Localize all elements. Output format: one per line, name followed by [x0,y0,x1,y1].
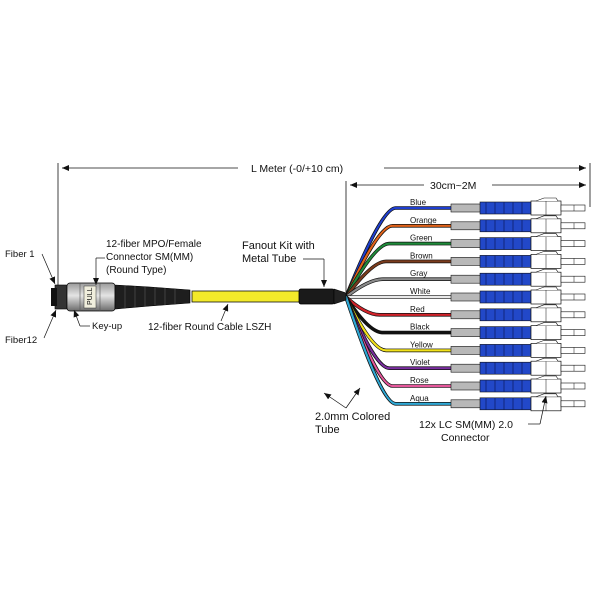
colored-tube-label-line1: 2.0mm Colored [315,411,390,423]
fiber-group: BlueOrangeGreenBrownGrayWhiteRedBlackYel… [344,197,586,412]
fiber-red: Red [344,295,586,323]
lc-latch-rose [535,375,559,380]
overall-length-label: L Meter (-0/+10 cm) [251,163,343,175]
lc-boot-gray [450,274,482,284]
fiber-label-gray: Gray [410,269,427,278]
lc-boot-yellow [450,346,482,355]
lc-latch-violet [535,357,559,362]
fiber-gray: Gray [344,268,586,299]
lc-latch-red [535,304,559,309]
fanout-kit-label-line1: Fanout Kit with [242,240,315,252]
mpo-connector-label-line3: (Round Type) [106,265,166,276]
fiber-tube-brown [344,260,454,299]
lc-body-aqua [479,397,532,411]
fiber-tube-green [344,242,454,299]
lc-body-orange [479,219,532,233]
lc-ferrule-orange [560,222,586,230]
fiber-blue: Blue [344,197,586,299]
lc-ferrule-gray [560,275,586,283]
fiber-label-violet: Violet [410,358,431,367]
lc-boot-white [450,292,482,302]
lc-body-yellow [479,344,532,357]
fiber-label-red: Red [410,305,425,314]
fiber-1-label: Fiber 1 [5,249,35,260]
mpo-connector-label-line1: 12-fiber MPO/Female [106,239,202,250]
mpo-connector-label-line2: Connector SM(MM) [106,252,193,263]
fiber-12-label: Fiber12 [5,335,37,346]
lc-boot-brown [450,257,482,266]
fiber-brown: Brown [344,251,586,299]
overall-dimension: L Meter (-0/+10 cm) [57,163,591,296]
lc-connector-label-line1: 12x LC SM(MM) 2.0 [419,419,513,431]
key-up-label: Key-up [92,321,122,332]
fanout-kit-label-line2: Metal Tube [242,253,296,265]
fiber-label-yellow: Yellow [410,340,433,349]
mpo-connector: PULL [51,282,191,312]
lc-ferrule-brown [560,258,586,265]
lc-latch-blue [535,197,559,202]
fiber-label-green: Green [410,234,432,243]
fiber-label-aqua: Aqua [410,394,429,403]
lc-ferrule-blue [560,204,586,212]
fiber-label-rose: Rose [410,376,429,385]
lc-body-gray [479,272,532,286]
lc-latch-green [535,233,559,237]
lc-boot-green [450,239,482,248]
fiber-white: White [344,286,586,305]
fiber-tube-red [344,295,454,316]
fiber-tube-aqua [344,295,454,405]
lc-ferrule-white [560,293,586,301]
lc-boot-blue [450,203,482,213]
lc-ferrule-violet [560,364,586,372]
lc-body-blue [479,201,532,215]
fanout-length-label: 30cm~2M [430,180,476,192]
lc-body-violet [479,361,532,375]
fiber-label-white: White [410,287,431,296]
lc-latch-white [535,286,559,291]
fiber-tube-gray [344,278,454,299]
lc-latch-aqua [535,393,559,398]
fiber-label-blue: Blue [410,198,427,207]
lc-boot-orange [450,221,482,231]
lc-latch-black [535,322,559,326]
lc-body-red [479,308,532,322]
fanout-dimension: 30cm~2M [345,180,586,292]
round-cable [191,290,305,303]
pull-tab-label: PULL [87,287,94,305]
lc-latch-gray [535,268,559,273]
lc-boot-aqua [450,399,482,409]
lc-body-brown [479,255,532,268]
lc-boot-rose [450,381,482,391]
fiber-rose: Rose [344,295,586,394]
lc-boot-black [450,328,482,337]
lc-ferrule-red [560,311,586,319]
round-cable-label: 12-fiber Round Cable LSZH [148,322,271,333]
lc-latch-brown [535,251,559,255]
fiber-tube-outline-gray [344,277,454,299]
lc-body-black [479,326,532,339]
lc-body-rose [479,379,532,393]
lc-ferrule-black [560,329,586,336]
lc-boot-violet [450,363,482,373]
fanout-kit [298,288,347,305]
fiber-tube-outline-red [344,295,454,317]
fiber-label-orange: Orange [410,216,437,225]
lc-ferrule-rose [560,382,586,390]
fiber-label-black: Black [410,323,431,332]
lc-ferrule-green [560,240,586,247]
fiber-aqua: Aqua [344,295,586,412]
lc-latch-orange [535,215,559,220]
lc-boot-red [450,310,482,320]
fiber-label-brown: Brown [410,251,433,260]
lc-body-green [479,237,532,250]
lc-ferrule-aqua [560,400,586,408]
lc-latch-yellow [535,340,559,344]
lc-ferrule-yellow [560,347,586,354]
lc-body-white [479,290,532,304]
colored-tube-label-line2: Tube [315,424,340,436]
lc-connector-label-line2: Connector [441,432,490,444]
